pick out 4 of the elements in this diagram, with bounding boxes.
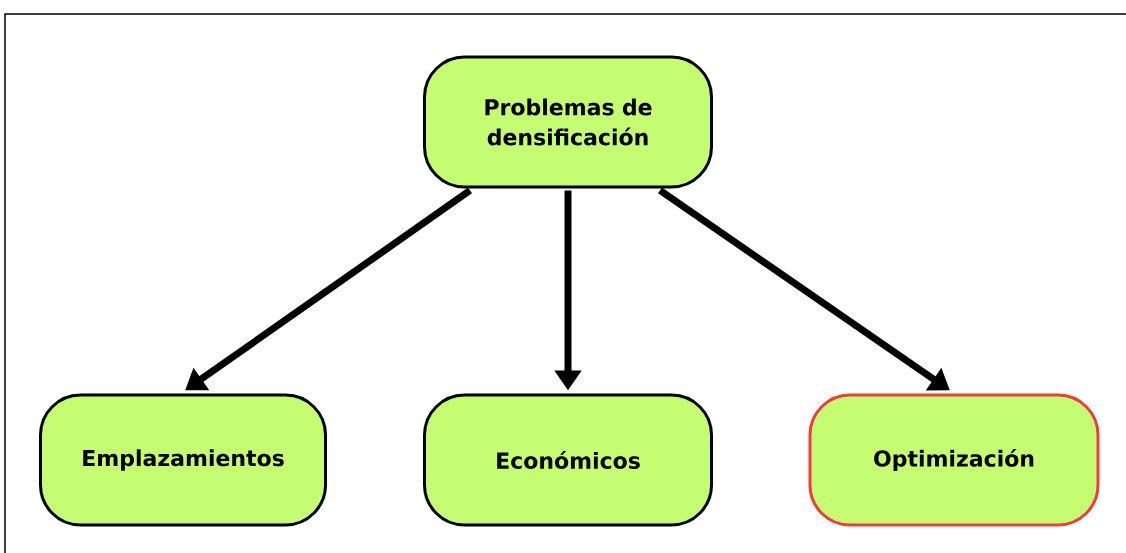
rounded-box: Problemas de densificación xyxy=(423,55,713,189)
rounded-box: Emplazamientos xyxy=(39,393,327,527)
rounded-box: Económicos xyxy=(423,393,713,527)
rounded-box: Optimización xyxy=(808,393,1100,527)
